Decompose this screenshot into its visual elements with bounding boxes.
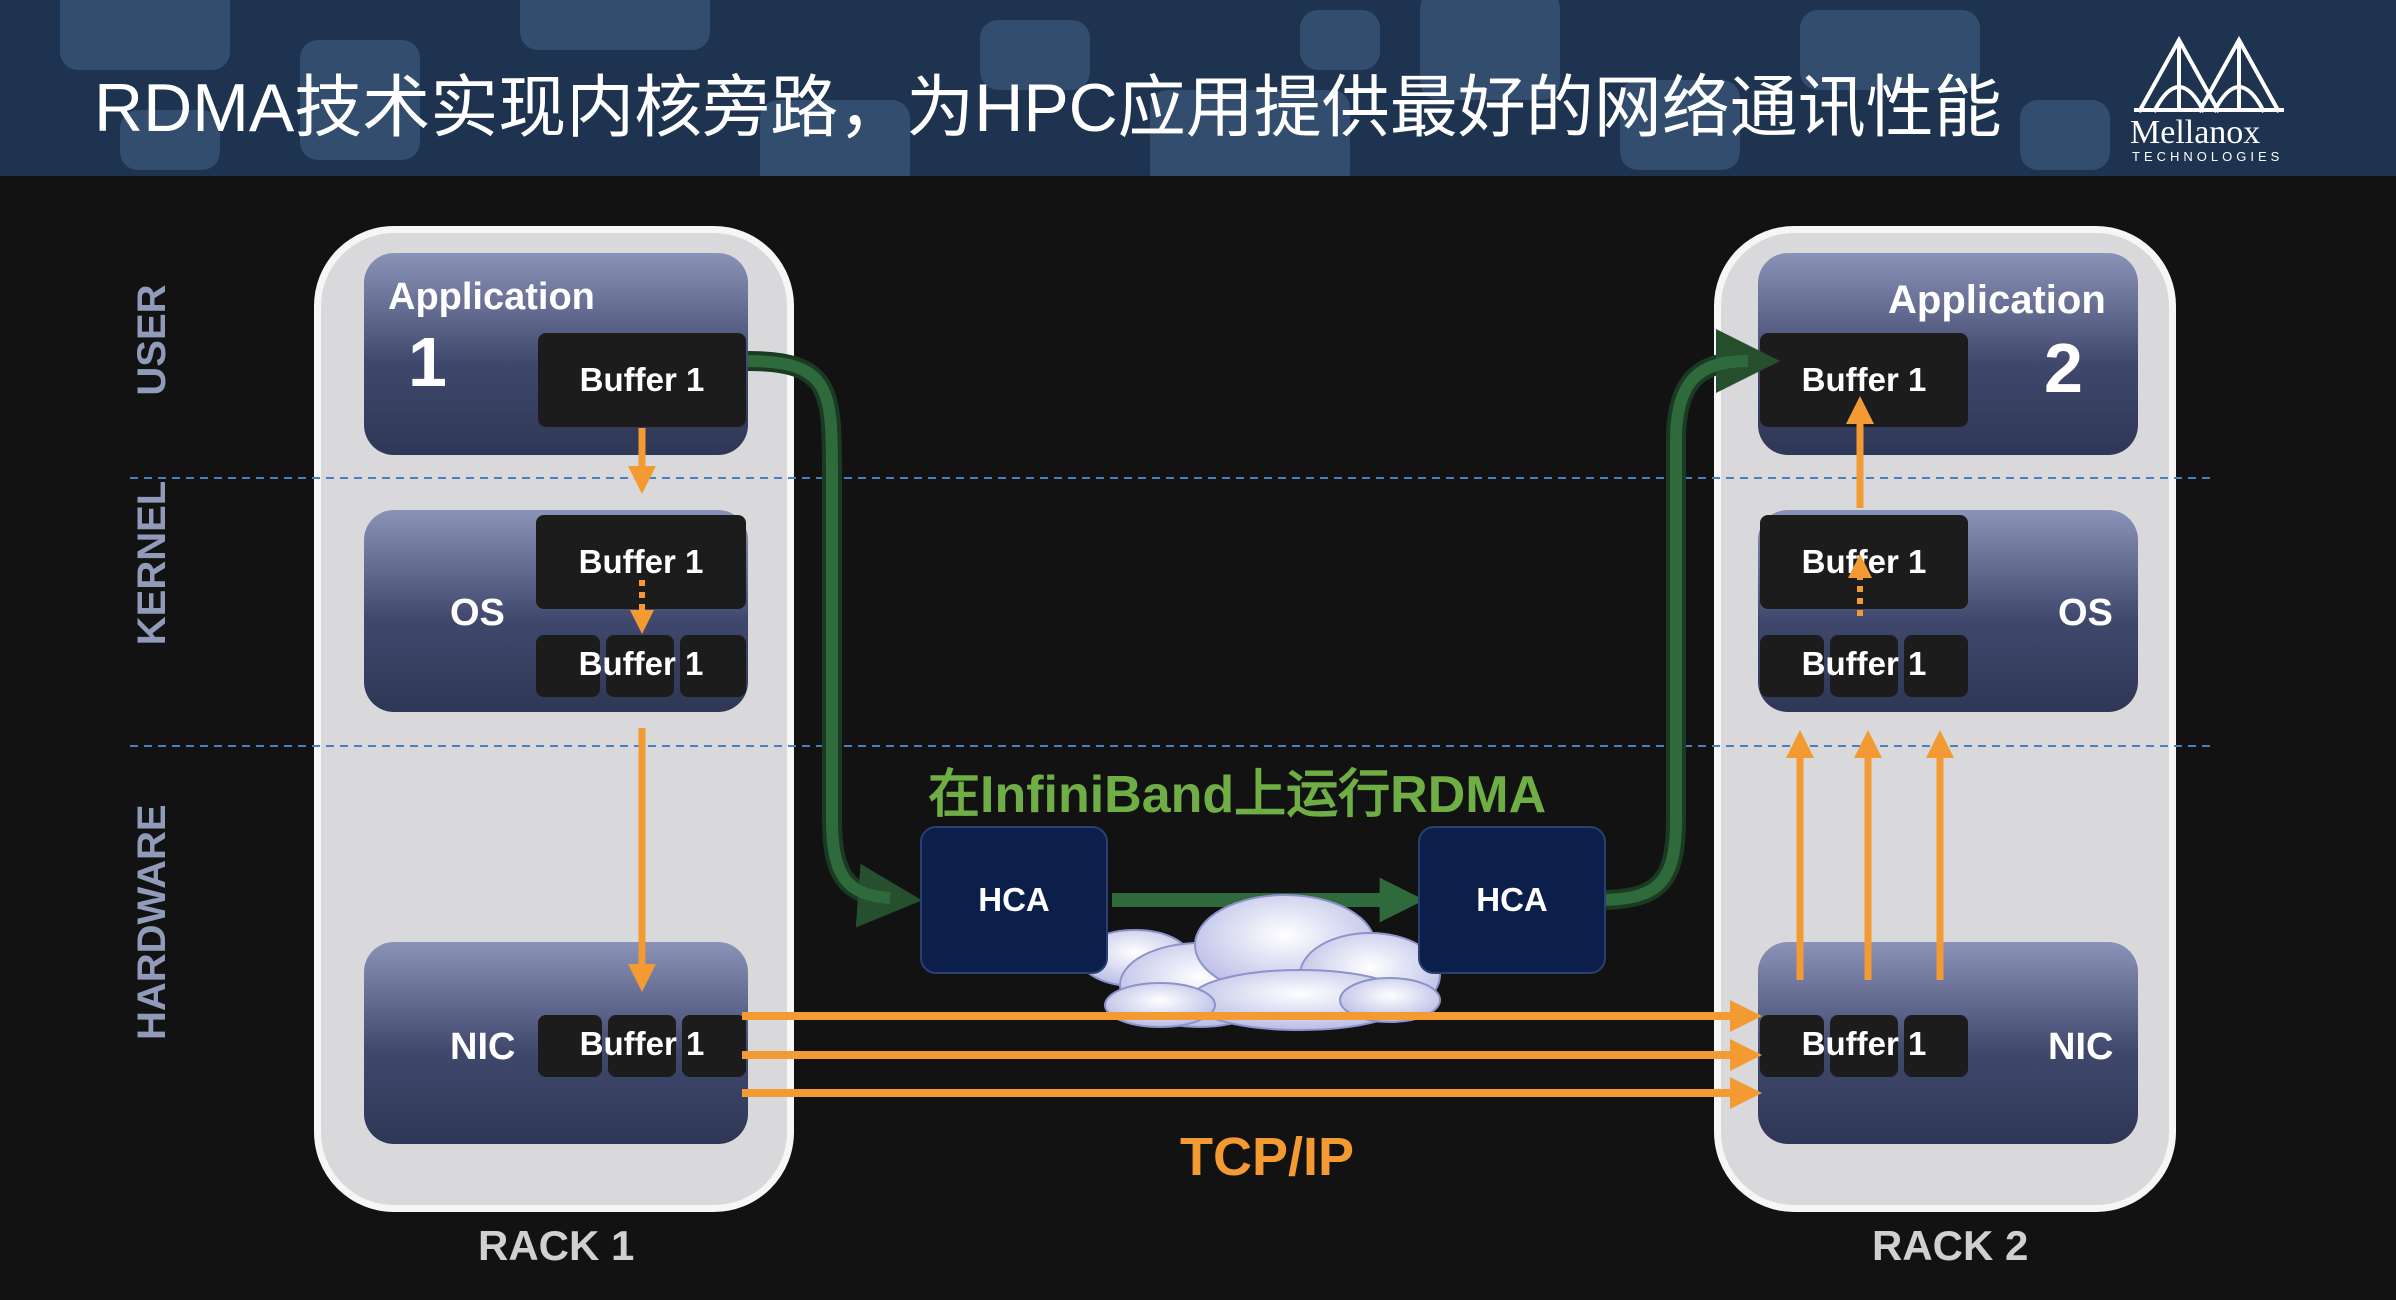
layer-label-kernel: KERNEL — [130, 480, 174, 646]
rack1-application-number: 1 — [408, 323, 447, 401]
rack1-os-buffer-bottom-label: Buffer 1 — [578, 645, 704, 682]
rack-1-label: RACK 1 — [478, 1222, 635, 1269]
rack1-os-buffer-top: Buffer 1 — [536, 515, 746, 609]
rack1-application-label: Application — [388, 276, 595, 318]
rack1-nic-buffer — [538, 1015, 746, 1077]
hca-left: HCA — [920, 826, 1108, 974]
rack1-os-label: OS — [450, 592, 505, 634]
rack2-os-buffer-bottom — [1760, 635, 1968, 697]
mellanox-logo: Mellanox TECHNOLOGIES — [2120, 28, 2300, 168]
rack1-app-buffer: Buffer 1 — [538, 333, 746, 427]
rack-2-label: RACK 2 — [1872, 1222, 2029, 1269]
layer-label-user: USER — [130, 284, 174, 396]
rack1-nic-buffer-label: Buffer 1 — [579, 1025, 705, 1062]
rack2-nic-buffer-label: Buffer 1 — [1801, 1025, 1927, 1062]
rack2-os-buffer-top: Buffer 1 — [1760, 515, 1968, 609]
rack2-application-number: 2 — [2044, 329, 2083, 407]
rack2-nic-buffer — [1760, 1015, 1968, 1077]
layer-label-hardware: HARDWARE — [130, 804, 174, 1040]
header-bar: RDMA技术实现内核旁路，为HPC应用提供最好的网络通讯性能 Mellanox … — [0, 0, 2396, 176]
rack2-app-buffer: Buffer 1 — [1760, 333, 1968, 427]
bridge-icon — [2134, 35, 2284, 113]
logo-brand: Mellanox — [2130, 114, 2261, 151]
rack1-nic-label: NIC — [450, 1026, 516, 1068]
rack2-os-label: OS — [2058, 592, 2113, 634]
network-cloud — [1079, 894, 1441, 1031]
rdma-label: 在InfiniBand上运行RDMA — [928, 766, 1547, 824]
rack1-os-buffer-bottom — [536, 635, 746, 697]
page-title: RDMA技术实现内核旁路，为HPC应用提供最好的网络通讯性能 — [94, 70, 2002, 146]
tcp-ip-label: TCP/IP — [1180, 1127, 1355, 1187]
rack2-os-buffer-bottom-label: Buffer 1 — [1801, 645, 1927, 682]
hca-right: HCA — [1418, 826, 1606, 974]
rack2-nic-label: NIC — [2048, 1026, 2114, 1068]
logo-subtitle: TECHNOLOGIES — [2132, 149, 2284, 164]
rack2-application-label: Application — [1888, 278, 2106, 322]
